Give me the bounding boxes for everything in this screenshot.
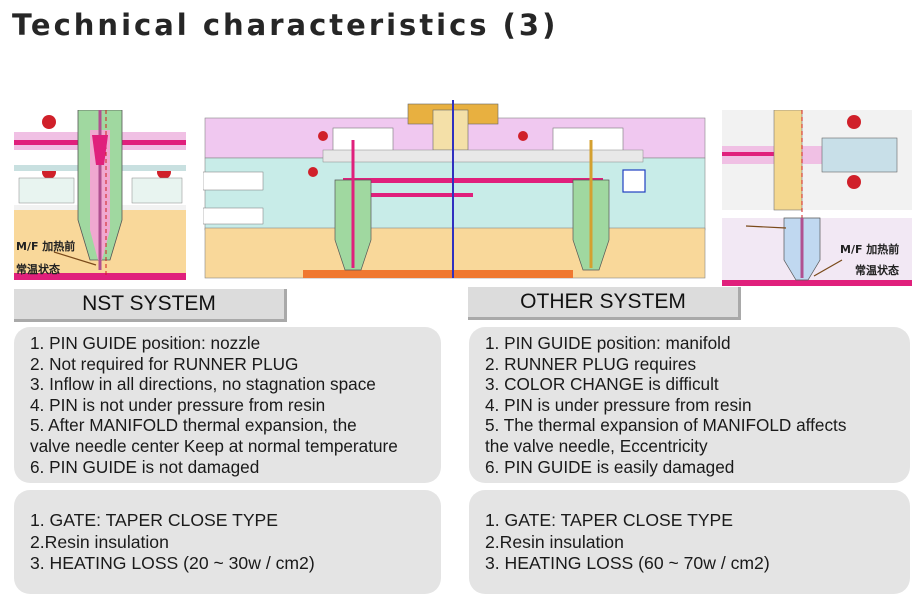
other-point-1: 1. PIN GUIDE position: manifold: [485, 333, 731, 353]
nst-point-4: 4. PIN is not under pressure from resin: [30, 394, 326, 415]
nst-mf-label: M/F 加热前: [16, 240, 76, 253]
nst-point-6: 6. PIN GUIDE is not damaged: [30, 456, 260, 477]
nst-points-panel: 1. PIN GUIDE position: nozzle 2. Not req…: [14, 327, 441, 483]
mold-comparison-diagram: [203, 100, 708, 280]
nst-point-3: 3. Inflow in all directions, no stagnati…: [30, 374, 376, 395]
other-system-label: OTHER SYSTEM: [468, 287, 741, 320]
page-title: Technical characteristics (3): [12, 8, 559, 42]
nst-spec-3: 3. HEATING LOSS (20 ~ 30w / cm2): [30, 553, 315, 573]
nst-point-5: 5. After MANIFOLD thermal expansion, the: [30, 415, 357, 436]
other-point-3: 3. COLOR CHANGE is difficult: [485, 374, 719, 395]
nst-point-5-cont: valve needle center Keep at normal tempe…: [30, 435, 398, 456]
other-point-5-cont: the valve needle, Eccentricity: [485, 435, 708, 456]
other-point-5: 5. The thermal expansion of MANIFOLD aff…: [485, 415, 847, 436]
other-point-4: 4. PIN is under pressure from resin: [485, 394, 752, 415]
other-nozzle-diagram: M/F 加热前 常温状态: [722, 110, 912, 286]
nst-nozzle-diagram: M/F 加热前 常温状态: [14, 110, 186, 280]
other-point-6: 6. PIN GUIDE is easily damaged: [485, 456, 735, 477]
nst-system-label: NST SYSTEM: [14, 289, 287, 322]
other-mf-label: M/F 加热前: [840, 243, 900, 256]
nst-point-2: 2. Not required for RUNNER PLUG: [30, 353, 299, 374]
other-specs-panel: 1. GATE: TAPER CLOSE TYPE 2.Resin insula…: [469, 490, 910, 594]
nst-spec-1: 1. GATE: TAPER CLOSE TYPE: [30, 510, 279, 530]
other-room-temp-label: 常温状态: [855, 264, 899, 277]
nst-point-1: 1. PIN GUIDE position: nozzle: [30, 333, 261, 353]
other-point-2: 2. RUNNER PLUG requires: [485, 353, 697, 374]
other-points-panel: 1. PIN GUIDE position: manifold 2. RUNNE…: [469, 327, 910, 483]
nst-spec-2: 2.Resin insulation: [30, 531, 169, 552]
other-spec-1: 1. GATE: TAPER CLOSE TYPE: [485, 510, 734, 530]
nst-specs-panel: 1. GATE: TAPER CLOSE TYPE 2.Resin insula…: [14, 490, 441, 594]
nst-room-temp-label: 常温状态: [16, 263, 60, 276]
other-spec-3: 3. HEATING LOSS (60 ~ 70w / cm2): [485, 553, 770, 573]
other-spec-2: 2.Resin insulation: [485, 531, 624, 552]
